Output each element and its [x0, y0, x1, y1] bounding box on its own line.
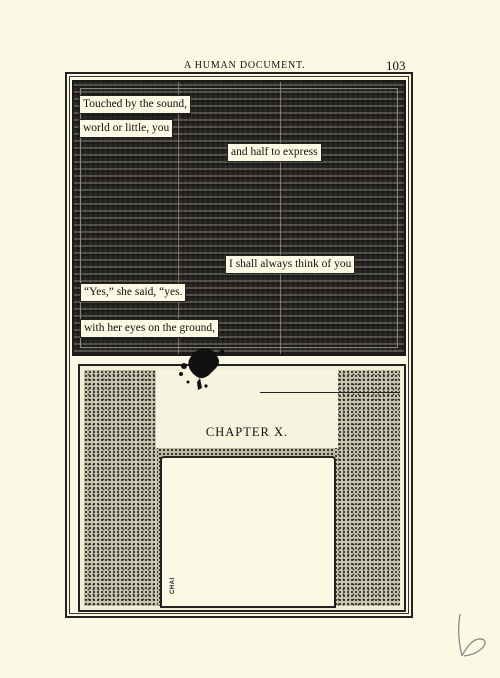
phrase-world-or-little: world or little, you	[79, 119, 174, 138]
stipple-right	[334, 370, 400, 606]
outer-frame	[65, 72, 413, 618]
phrase-touched-by-the-sound: Touched by the sound,	[79, 95, 191, 114]
box-label: CHAI	[170, 577, 176, 594]
chapter-rule	[260, 392, 400, 393]
inner-border	[80, 88, 398, 348]
phrase-half-to-express: and half to express	[227, 143, 322, 162]
phrase-always-think-of-you: I shall always think of you	[225, 255, 356, 274]
blank-box: CHAI	[160, 456, 336, 608]
chapter-heading-band: CHAPTER X.	[156, 370, 400, 448]
stipple-left	[84, 370, 158, 606]
phrase-eyes-on-the-ground: with her eyes on the ground,	[80, 319, 219, 338]
running-head: A HUMAN DOCUMENT.	[184, 60, 306, 71]
ink-splatter-icon	[179, 348, 225, 390]
pencil-scribble-icon	[458, 613, 486, 657]
chapter-title: CHAPTER X.	[205, 425, 289, 439]
column-rule	[178, 82, 179, 354]
page-number: 103	[386, 58, 406, 73]
chapter-panel: CHAPTER X. CHAI	[78, 364, 406, 612]
phrase-yes-she-said: “Yes,” she said, “yes.	[80, 283, 187, 302]
column-rule	[280, 82, 281, 354]
